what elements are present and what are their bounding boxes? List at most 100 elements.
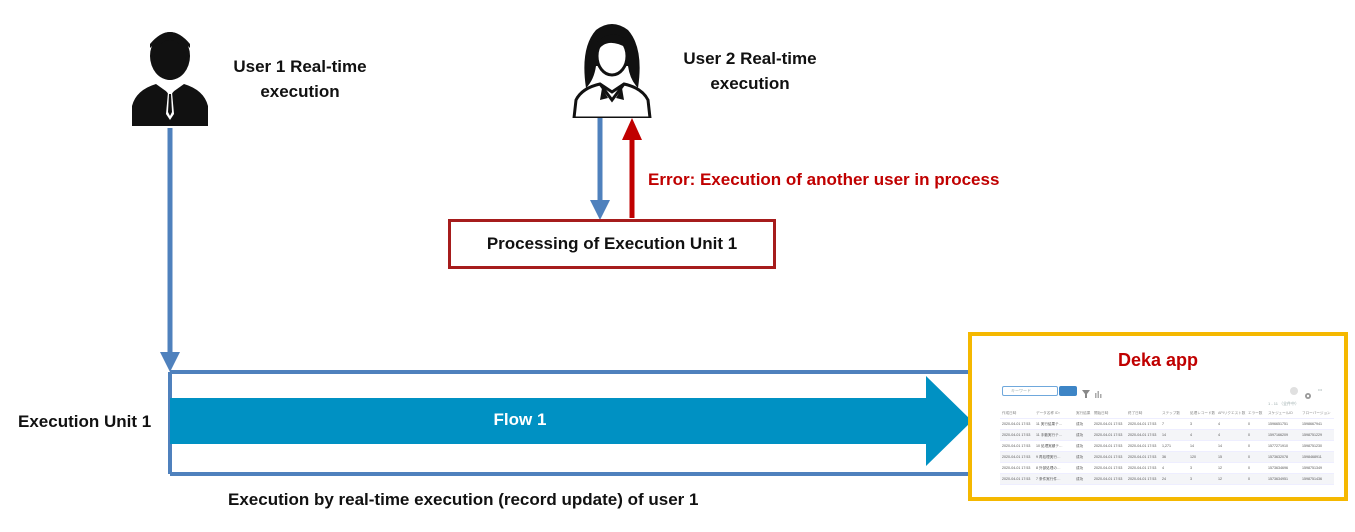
app-settings-icon[interactable] — [1304, 387, 1312, 399]
app-table-cell: 0 — [1248, 477, 1250, 481]
app-table-header-cell[interactable]: ステップ数 — [1162, 410, 1180, 415]
app-table-cell: 24 — [1162, 477, 1166, 481]
app-table-cell: 1598751229 — [1302, 433, 1322, 437]
app-table-header-cell[interactable]: データ名称 ID↑ — [1036, 410, 1061, 415]
deka-app-title: Deka app — [1117, 350, 1199, 370]
app-table-cell: 2020-04-01 17:53 — [1094, 422, 1123, 426]
app-table-header-cell[interactable]: 処理レコード数 — [1190, 410, 1216, 415]
app-table-cell: 2020-04-01 17:53 — [1002, 466, 1031, 470]
app-table-header-cell[interactable]: APIリクエスト数 — [1218, 410, 1246, 415]
app-filter-icon[interactable] — [1082, 386, 1090, 398]
flow-arrow-shape — [170, 376, 972, 466]
app-table-cell: 1596651751 — [1268, 422, 1288, 426]
user2-arrowhead — [590, 200, 610, 220]
app-stats-icon[interactable] — [1094, 386, 1102, 398]
app-toolbar: キーワード ••• — [1002, 385, 1332, 399]
app-table-cell: 0 — [1248, 422, 1250, 426]
error-arrowhead — [622, 118, 642, 140]
app-table-cell: 成功 — [1076, 454, 1084, 459]
app-table-cell: 36 — [1162, 455, 1166, 459]
app-table-cell: 2020-04-01 17:53 — [1002, 455, 1031, 459]
app-table-cell: 1598667941 — [1302, 422, 1322, 426]
app-table-header-cell[interactable]: フローバージョン — [1302, 410, 1331, 415]
app-table-cell: 成功 — [1076, 465, 1084, 470]
app-table-row[interactable]: 2020-04-01 17:53 9 再処理実行… 成功 2020-04-01 17:… — [1000, 452, 1334, 463]
bottom-caption: Execution by real-time execution (record… — [228, 490, 699, 509]
app-table-cell: 14 — [1190, 444, 1194, 448]
app-table-cell: 2020-04-01 17:53 — [1128, 455, 1157, 459]
app-table-header-cell[interactable]: 開始日時 — [1094, 410, 1109, 415]
app-search-input[interactable]: キーワード — [1002, 386, 1058, 396]
app-table-cell: 2020-04-01 17:53 — [1094, 455, 1123, 459]
app-table-cell: 3 — [1190, 422, 1192, 426]
user1-avatar-icon — [130, 22, 210, 126]
app-table-cell: 11 手動実行テ… — [1036, 432, 1063, 437]
app-table-cell: 1597166209 — [1268, 433, 1288, 437]
app-table-cell: 1573632078 — [1268, 455, 1288, 459]
app-table-cell: 1598468911 — [1302, 455, 1322, 459]
app-table-row[interactable]: 2020-04-01 17:53 11 手動実行テ… 成功 2020-04-01 17… — [1000, 430, 1334, 441]
app-table-row[interactable]: 2020-04-01 17:53 11 実行結果テ… 成功 2020-04-01 17… — [1000, 419, 1334, 430]
app-table-cell: 成功 — [1076, 476, 1084, 481]
app-table-row[interactable]: 2020-04-01 17:53 7 条件実行件… 成功 2020-04-01 17:… — [1000, 474, 1334, 485]
app-table-header-cell[interactable]: スケジュールID — [1268, 410, 1293, 415]
app-table-cell: 11 実行結果テ… — [1036, 421, 1063, 426]
user2-label-line2: execution — [710, 74, 790, 93]
app-table-cell: 0 — [1248, 466, 1250, 470]
app-table-cell: 1573634696 — [1268, 466, 1288, 470]
app-table-cell: 14 — [1218, 444, 1222, 448]
app-more-icon[interactable]: ••• — [1318, 387, 1323, 392]
app-table-cell: 1598751230 — [1302, 444, 1322, 448]
app-search-placeholder: キーワード — [1011, 388, 1031, 393]
app-table-cell: 1577271910 — [1268, 444, 1288, 448]
app-table-cell: 9 再処理実行… — [1036, 454, 1061, 459]
app-table-cell: 2020-04-01 17:53 — [1128, 466, 1157, 470]
app-table-header-cell[interactable]: 終了日時 — [1128, 410, 1143, 415]
error-message: Error: Execution of another user in proc… — [648, 170, 1000, 189]
app-pagination: 1 - 11 （全件中） — [1268, 401, 1300, 406]
app-table-cell: 2020-04-01 17:53 — [1002, 422, 1031, 426]
app-table-cell: 成功 — [1076, 421, 1084, 426]
app-table-cell: 成功 — [1076, 432, 1084, 437]
app-table-cell: 1,271 — [1162, 444, 1171, 448]
app-table-cell: 7 条件実行件… — [1036, 476, 1061, 481]
user2-label-line1: User 2 Real-time — [683, 49, 817, 68]
app-table-cell: 4 — [1218, 422, 1220, 426]
app-table-header-cell[interactable]: 実行結果 — [1076, 410, 1091, 415]
app-table-cell: 12 — [1218, 466, 1222, 470]
app-table-cell: 0 — [1248, 444, 1250, 448]
user2-label: User 2 Real-time execution — [660, 46, 840, 96]
user1-label-line1: User 1 Real-time — [233, 57, 367, 76]
app-table-header-cell[interactable]: エラー数 — [1248, 410, 1263, 415]
app-table-cell: 成功 — [1076, 443, 1084, 448]
app-table-cell: 120 — [1190, 455, 1196, 459]
user1-label-line2: execution — [260, 82, 340, 101]
app-table-cell: 1573634951 — [1268, 477, 1288, 481]
app-table-cell: 3 — [1190, 477, 1192, 481]
app-table-cell: 4 — [1190, 433, 1192, 437]
app-table-cell: 2020-04-01 17:53 — [1094, 433, 1123, 437]
app-table-cell: 1598751349 — [1302, 466, 1322, 470]
app-table-row[interactable]: 2020-04-01 17:53 8 外部処理の… 成功 2020-04-01 17:… — [1000, 463, 1334, 474]
app-table-cell: 2020-04-01 17:53 — [1094, 444, 1123, 448]
app-table-cell: 2020-04-01 17:53 — [1128, 477, 1157, 481]
app-chart-button[interactable] — [1059, 386, 1077, 396]
user1-label: User 1 Real-time execution — [205, 54, 395, 104]
app-refresh-icon[interactable] — [1290, 387, 1298, 395]
user1-arrowhead — [160, 352, 180, 372]
user2-avatar-icon — [572, 18, 652, 120]
app-table-cell: 8 外部処理の… — [1036, 465, 1061, 470]
app-table-header-cell[interactable]: 作成日時 — [1002, 410, 1017, 415]
processing-box: Processing of Execution Unit 1 — [448, 219, 776, 269]
deka-app-panel: Deka app キーワード ••• 1 - 11 （全件中） 作成日時 データ名… — [968, 332, 1348, 501]
app-table-cell: 2020-04-01 17:53 — [1002, 477, 1031, 481]
app-table-cell: 2020-04-01 17:53 — [1128, 433, 1157, 437]
app-table-cell: 2020-04-01 17:53 — [1094, 477, 1123, 481]
app-table-cell: 2020-04-01 17:53 — [1128, 444, 1157, 448]
app-table-cell: 7 — [1162, 422, 1164, 426]
